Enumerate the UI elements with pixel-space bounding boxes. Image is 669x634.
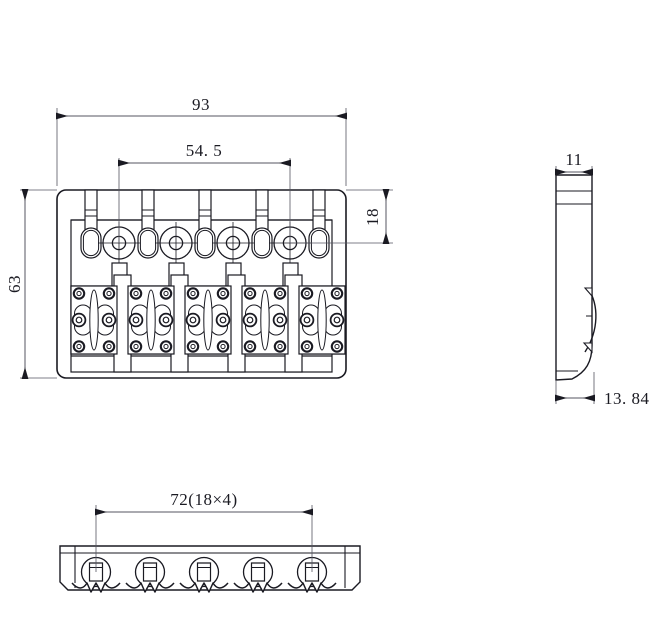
dimension-overall-width: 93 [56,95,347,186]
dimension-label-18: 18 [363,208,382,226]
string-fin [84,189,98,233]
string-fin-group [84,189,326,233]
dimension-string-spacing: 72(18×4) [95,490,313,572]
string-fin [198,189,212,233]
dimension-side-depth: 13. 84 [555,372,650,408]
dimension-label-93: 93 [192,95,210,114]
saddle-group-front [69,284,347,356]
dimension-overall-height: 63 [5,189,57,379]
string-fin [141,189,155,233]
front-view [56,189,347,379]
string-fin [312,189,326,233]
dimension-label-54-5: 54. 5 [186,141,223,160]
saddle-rail-group [113,274,303,373]
bottom-view [59,545,361,593]
side-view [555,174,597,381]
string-fin [255,189,269,233]
dimension-label-11: 11 [565,150,582,169]
side-view-saddle-tab-lower [582,342,593,354]
side-view-saddle-tab-upper [583,287,593,298]
dimension-hole-offset: 18 [290,189,393,244]
dimension-hole-span: 54. 5 [118,141,291,243]
dimension-label-72: 72(18×4) [170,490,237,509]
dimension-side-thickness: 11 [555,150,593,176]
dimension-label-13-84: 13. 84 [604,389,650,408]
dimension-label-63: 63 [5,275,24,293]
